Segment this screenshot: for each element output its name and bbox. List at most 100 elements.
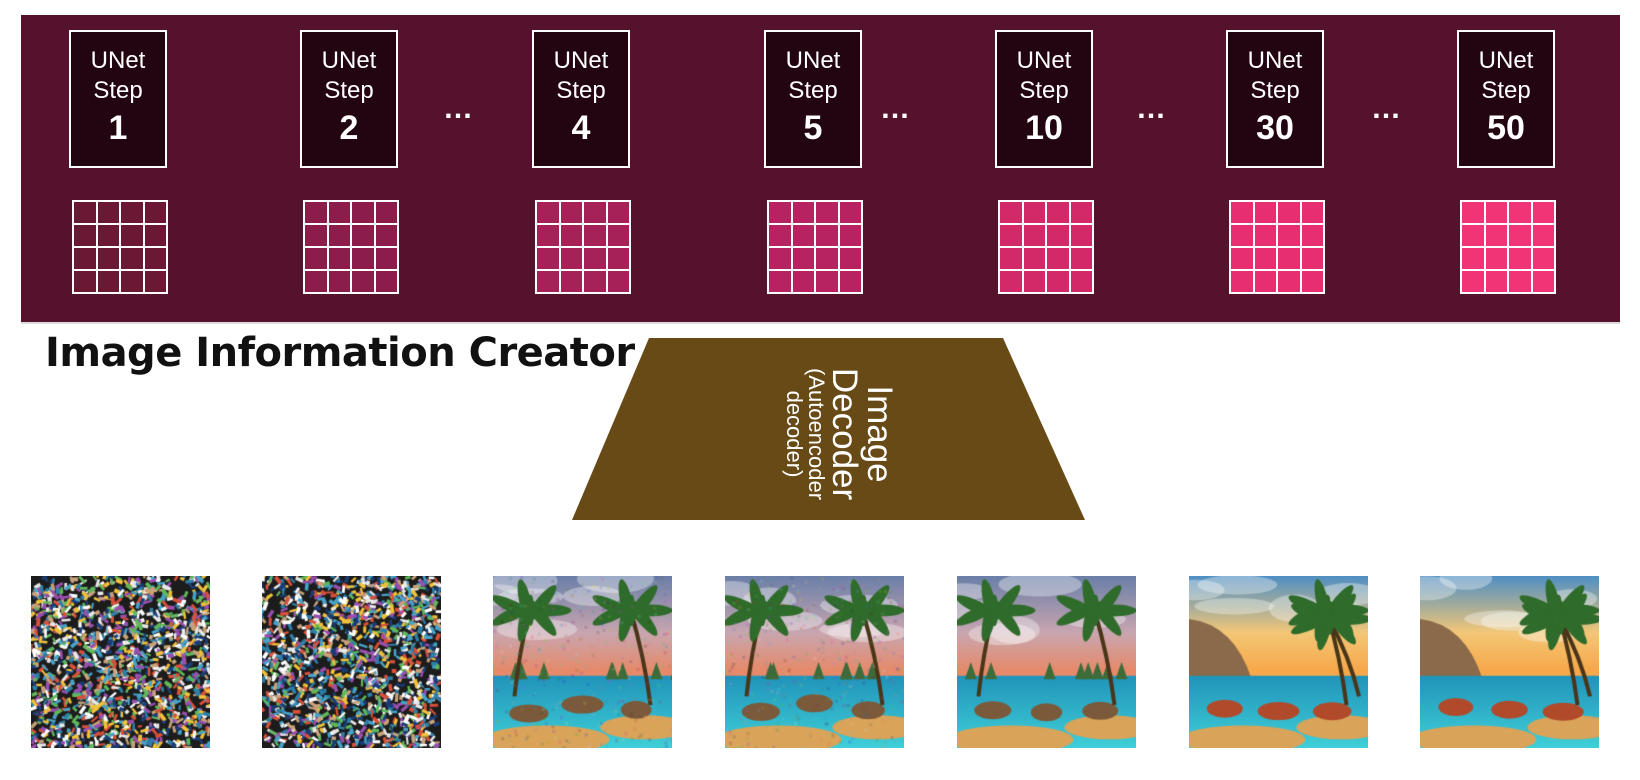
decoded-image-step-30 [1189,576,1368,748]
decoded-image-step-5 [725,576,904,748]
unet-step-2-box: UNet Step 2 [300,30,398,168]
unet-step-1-box: UNet Step 1 [69,30,167,168]
latent-cell [304,270,328,293]
band-divider [21,322,1620,324]
decoded-image-step-10 [957,576,1136,748]
latent-cell [791,270,815,293]
latent-cell [815,201,839,224]
step-label-step: Step [1019,77,1069,104]
step-gap-ellipsis: … [880,92,913,125]
latent-cell [536,247,560,270]
latent-cell [143,201,167,224]
latent-cell [1253,224,1277,247]
latent-cell [304,224,328,247]
step-number: 4 [571,109,591,147]
latent-cell [1531,224,1555,247]
step-label-step: Step [556,77,606,104]
latent-cell [1022,247,1046,270]
decoder-trapezoid [572,338,1085,520]
latent-cell [838,270,862,293]
latent-cell [1508,270,1532,293]
unet-step-50-box: UNet Step 50 [1457,30,1555,168]
latent-grid [72,200,168,294]
latent-cell [120,247,144,270]
step-label-unet: UNet [90,47,146,74]
step-number: 1 [108,109,128,147]
latent-cell [96,224,120,247]
latent-cell [838,224,862,247]
latent-cell [1300,247,1324,270]
latent-cell [815,247,839,270]
step-label-unet: UNet [321,47,377,74]
latent-grid [998,200,1094,294]
latent-cell [1022,270,1046,293]
latent-cell [838,201,862,224]
latent-cell [351,224,375,247]
latent-cell [351,270,375,293]
latent-cell [791,201,815,224]
latent-cell [73,247,97,270]
latent-cell [1277,224,1301,247]
latent-cell [1277,201,1301,224]
unet-step-10-box: UNet Step 10 [995,30,1093,168]
latent-cell [768,201,792,224]
latent-cell [120,201,144,224]
decoder-title-line1: Image [860,385,899,482]
latent-cell [1484,201,1508,224]
step-gap-ellipsis: … [443,92,476,125]
latent-cell [327,224,351,247]
latent-cell [1300,224,1324,247]
latent-cell [559,201,583,224]
latent-cell [96,247,120,270]
latent-cell [1069,224,1093,247]
latent-cell [559,270,583,293]
step-label-step: Step [788,77,838,104]
latent-cell [768,224,792,247]
latent-cell [791,247,815,270]
latent-cell [96,201,120,224]
latent-cell [374,224,398,247]
step-label-unet: UNet [1247,47,1303,74]
latent-cell [1508,201,1532,224]
step-label-unet: UNet [1016,47,1072,74]
step-number: 10 [1025,109,1063,147]
latent-cell [1277,247,1301,270]
latent-cell [327,270,351,293]
latent-cell [73,201,97,224]
latent-cell [120,224,144,247]
latent-cell [1022,201,1046,224]
latent-cell [1046,270,1070,293]
section-title: Image Information Creator [45,330,635,376]
latent-cell [1508,247,1532,270]
latent-cell [999,247,1023,270]
step-label-step: Step [1250,77,1300,104]
latent-cell [351,247,375,270]
latent-cell [374,247,398,270]
latent-cell [768,270,792,293]
latent-cell [1484,224,1508,247]
latent-cell [351,201,375,224]
latent-grid [767,200,863,294]
latent-cell [559,224,583,247]
step-label-unet: UNet [1478,47,1534,74]
latent-cell [1508,224,1532,247]
latent-cell [1069,201,1093,224]
latent-cell [606,201,630,224]
unet-step-5-box: UNet Step 5 [764,30,862,168]
decoder-subtitle-line1: (Autoencoder [804,368,829,500]
latent-cell [606,224,630,247]
latent-cell [1069,270,1093,293]
latent-cell [583,247,607,270]
latent-cell [1531,201,1555,224]
latent-cell [1461,270,1485,293]
latent-cell [1277,270,1301,293]
latent-grid [1229,200,1325,294]
latent-cell [606,270,630,293]
latent-cell [327,247,351,270]
latent-cell [1230,247,1254,270]
latent-cell [120,270,144,293]
latent-cell [73,224,97,247]
latent-cell [559,247,583,270]
latent-cell [1531,270,1555,293]
